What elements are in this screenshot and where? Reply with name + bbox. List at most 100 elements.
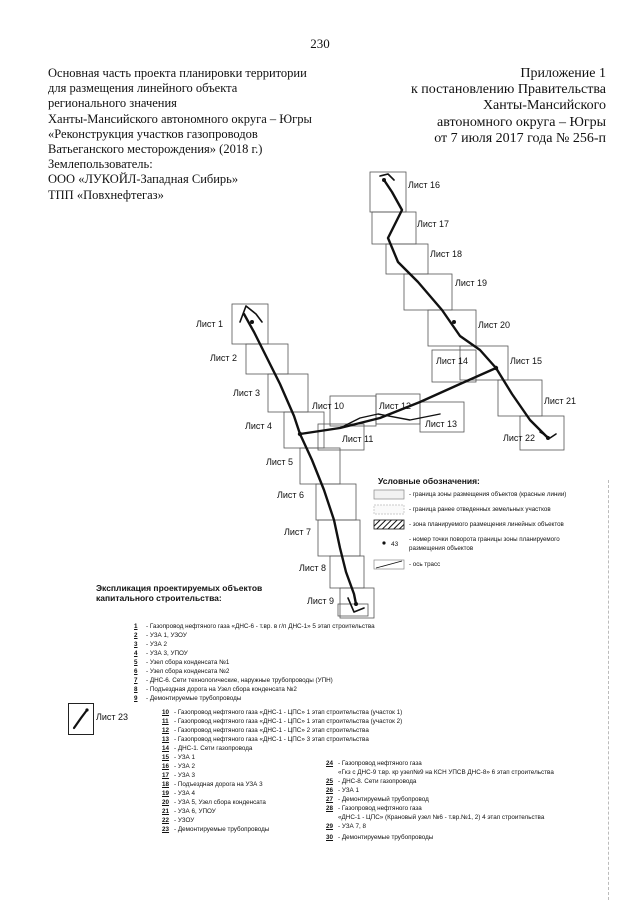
left-header-line: Землепользователь:: [48, 157, 153, 172]
item-number: 11: [162, 718, 169, 725]
explication-title-line: Экспликация проектируемых объектов: [96, 583, 263, 593]
item-number: 28: [326, 805, 334, 812]
sheet-label: Лист 7: [284, 527, 311, 537]
explication-item: 16- УЗА 2: [162, 763, 195, 771]
item-text: - УЗА 6, УПОУ: [174, 808, 216, 815]
item-number: 17: [162, 772, 170, 779]
scan-edge-line: [608, 480, 612, 900]
left-header-line: Ватьеганского месторождения» (2018 г.): [48, 142, 263, 157]
legend-axis-line: [375, 560, 403, 569]
sheet-frame: [329, 395, 377, 427]
item-text: «ДНС-1 - ЦПС» (Крановый узел №6 - т.вр.№…: [338, 814, 545, 821]
route-node: [250, 320, 254, 324]
item-text: - Газопровод нефтяного газа «ДНС-1 - ЦПС…: [174, 718, 403, 725]
right-header-line: Ханты-Мансийского: [482, 98, 606, 114]
item-number: 9: [134, 695, 138, 702]
explication-item: 21 - УЗА 6, УПОУ: [162, 808, 216, 816]
item-number: 1: [134, 623, 138, 630]
explication-item: «Гкз с ДНС-9 т.вр. кр узел№9 на КСН УПСВ…: [338, 769, 554, 777]
explication-item: 6- Узел сбора конденсата №2: [134, 668, 229, 676]
sheet-frame: [245, 343, 289, 375]
explication-item: 14- ДНС-1. Сети газопровода: [162, 745, 252, 753]
right-header-line: к постановлению Правительства: [410, 82, 606, 98]
explication-item: 22- УЗОУ: [162, 817, 194, 825]
explication-title-line: капитального строительства:: [96, 593, 222, 603]
legend-red-line-swatch: [373, 489, 405, 500]
legend-zone-swatch: [373, 519, 405, 530]
explication-title: Экспликация проектируемых объектов капит…: [96, 583, 262, 603]
route-axis-branch: [339, 413, 441, 429]
explication-item: 25 - ДНС-8. Сети газопровода: [326, 778, 416, 786]
legend-point-number: 43: [391, 541, 399, 548]
item-number: 13: [162, 736, 170, 743]
sheet-frame: [337, 603, 369, 617]
sheet-23-frame: [68, 703, 94, 735]
item-text: - УЗА 3: [174, 772, 195, 779]
explication-item: 24- Газопровод нефтяного газа: [326, 760, 422, 768]
item-text: - ДНС-6. Сети технологические, наружные …: [146, 677, 333, 684]
right-header: Приложение 1 к постановлению Правительст…: [411, 66, 606, 147]
item-number: 10: [162, 709, 170, 716]
item-text: - Демонтируемые трубопроводы: [146, 695, 242, 702]
route-axis-end: [347, 597, 365, 613]
explication-item: 19 - УЗА 4: [162, 790, 195, 798]
sheet-label: Лист 16: [408, 180, 440, 190]
explication-item: 20 - УЗА 5, Узел сбора конденсата: [162, 799, 266, 807]
item-number: 3: [134, 641, 138, 648]
sheet-frame: [267, 373, 309, 413]
item-number: 14: [162, 745, 170, 752]
explication-item: 29- УЗА 7, 8: [326, 823, 366, 831]
sheet-label: Лист 19: [455, 278, 487, 288]
legend-item: - зона планируемого размещения линейных …: [409, 521, 564, 528]
right-header-line: от 7 июля 2017 года № 256-п: [434, 130, 606, 146]
item-text: - Демонтируемые трубопроводы: [174, 826, 270, 833]
item-text: - УЗА 5, Узел сбора конденсата: [174, 799, 266, 806]
legend-item: - граница зоны размещения объектов (крас…: [409, 491, 567, 498]
route-axis-north: [382, 178, 550, 440]
item-text: - Газопровод нефтяного газа «ДНС-1 - ЦПС…: [174, 727, 369, 734]
route-node: [354, 602, 358, 606]
item-number: 19: [162, 790, 170, 797]
item-text: - УЗА 2: [174, 763, 195, 770]
route-axis-south: [242, 312, 358, 606]
item-number: 20: [162, 799, 170, 806]
explication-item: 5- Узел сбора конденсата №1: [134, 659, 229, 667]
item-text: - Газопровод нефтяного газа: [338, 760, 422, 767]
item-number: 2: [134, 632, 138, 639]
sheet-23-label: Лист 23: [96, 712, 129, 722]
item-number: 22: [162, 817, 170, 824]
item-number: 5: [134, 659, 138, 666]
sheet-label: Лист 13: [425, 419, 457, 429]
sheet-label: Лист 5: [266, 457, 293, 467]
item-number: 25: [326, 778, 334, 785]
right-header-line: автономного округа – Югры: [437, 114, 606, 130]
explication-item: 12- Газопровод нефтяного газа «ДНС-1 - Ц…: [162, 727, 369, 735]
item-text: - ДНС-8. Сети газопровода: [338, 778, 417, 785]
item-text: - УЗА 3, УПОУ: [146, 650, 188, 657]
explication-item: 15- УЗА 1: [162, 754, 195, 762]
explication-item: 11 - Газопровод нефтяного газа «ДНС-1 - Ц…: [162, 718, 402, 726]
sheet-frame: [317, 423, 365, 451]
item-number: 15: [162, 754, 170, 761]
item-text: - Газопровод нефтяного газа «ДНС-6 - т.в…: [146, 623, 375, 630]
legend-item: - номер точки поворота границы зоны план…: [409, 536, 560, 543]
explication-item: 8- Подъездная дорога на Узел сбора конде…: [134, 686, 297, 694]
item-text: - УЗА 4: [174, 790, 195, 797]
explication-item: 13 - Газопровод нефтяного газа «ДНС-1 - Ц…: [162, 736, 369, 744]
explication-item: 17 - УЗА 3: [162, 772, 195, 780]
route-node: [493, 365, 499, 371]
left-header-line: ТПП «Повхнефтегаз»: [48, 187, 164, 202]
item-text: - Газопровод нефтяного газа «ДНС-1 - ЦПС…: [174, 736, 369, 743]
left-header-line: для размещения линейного объекта: [48, 81, 238, 96]
page-number: 230: [310, 36, 330, 51]
item-number: 23: [162, 826, 170, 833]
sheet-label: Лист 22: [503, 433, 535, 443]
left-header-line: «Реконструкция участков газопроводов: [48, 126, 258, 141]
item-number: 30: [326, 834, 334, 841]
route-node: [382, 178, 386, 182]
item-number: 21: [162, 808, 170, 815]
sheet-frame: [459, 345, 509, 381]
sheet-frames: [231, 171, 565, 619]
route-nodes: [250, 178, 550, 606]
